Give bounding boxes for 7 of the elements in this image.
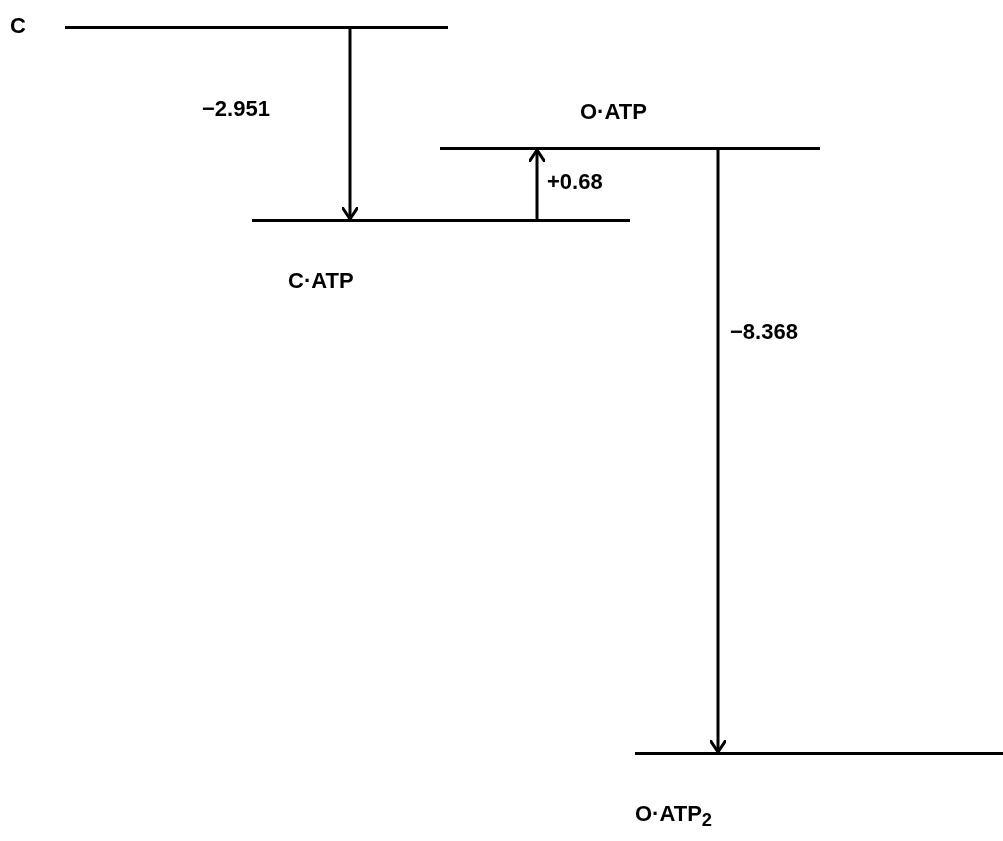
arrow xyxy=(527,148,547,219)
state-label: O·ATP$_{2}$ xyxy=(635,802,712,833)
state-label: O·ATP xyxy=(580,100,647,124)
state-label: C·ATP xyxy=(288,269,354,293)
arrow xyxy=(708,150,728,754)
state-label: C xyxy=(10,14,26,38)
arrow xyxy=(340,29,360,221)
